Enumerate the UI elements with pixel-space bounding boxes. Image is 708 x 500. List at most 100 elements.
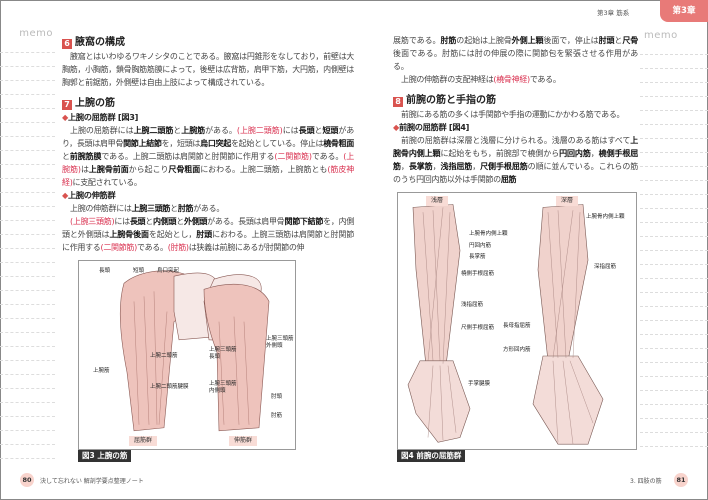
subsection-heading: ◆上腕の屈筋群 [図3] (62, 111, 354, 124)
right-page: 展筋である。肘筋の起始は上腕骨外側上顆後面で，停止は肘頭と尺骨後面である。肘筋に… (393, 34, 638, 462)
memo-line (640, 125, 708, 139)
text-run: は (80, 165, 90, 174)
memo-line (640, 363, 708, 377)
memo-line (640, 209, 708, 223)
memo-line (640, 391, 708, 405)
spacer (62, 89, 354, 95)
chapter-header: 第3章 筋系 (597, 9, 630, 17)
memo-line (0, 263, 55, 277)
text-run: と (170, 204, 178, 213)
text-run: があり，長頭は肩甲骨 (62, 126, 355, 148)
text-run: である。 (311, 152, 344, 161)
label-coracoid: 烏口突起 (157, 268, 180, 275)
section-title: 腋窩の構成 (75, 37, 125, 48)
memo-line (640, 41, 708, 55)
memo-label: memo (19, 28, 53, 39)
bold-term: 尺側手根屈筋 (480, 162, 528, 171)
key-term: (橈骨神経) (493, 75, 530, 84)
subsection-title: 上腕の伸筋群 (68, 190, 116, 200)
bold-term: 上腕骨内側上顆 (393, 136, 638, 158)
subsection-title: 前腕の屈筋群 [図4] (399, 122, 470, 132)
memo-line (640, 321, 708, 335)
memo-line (640, 279, 708, 293)
memo-line (0, 207, 55, 221)
text-run: ， (472, 162, 481, 171)
bold-term: 上腕骨前面 (88, 165, 129, 174)
bold-term: 肘筋 (177, 204, 194, 213)
chapter-tab[interactable]: 第3章 (660, 0, 708, 22)
memo-line (0, 319, 55, 333)
text-run: 上腕の伸筋群には (70, 204, 132, 213)
key-term: (上腕二頭筋) (236, 126, 283, 135)
label-palmaris-longus: 長掌筋 (469, 254, 486, 261)
bold-term: 肘筋 (440, 36, 457, 45)
paragraph: 腋窩とはいわゆるワキノシタのことである。腋窩は円錐形をなしており，前壁は大胸筋，… (62, 50, 354, 89)
memo-line (0, 179, 55, 193)
text-run: ， (432, 162, 441, 171)
memo-line (640, 97, 708, 111)
extensors-tag: 伸筋群 (229, 436, 258, 446)
text-run: 腋窩とはいわゆるワキノシタのことである。腋窩は円錐形をなしており，前壁は大胸筋，… (62, 52, 354, 87)
text-run: である。上腕二頭筋は肩関節と肘関節に作用する (101, 152, 275, 161)
text-run: におわる。上腕三頭筋は肩関節と肘関節に作用する (62, 230, 355, 252)
section-number: 7 (62, 100, 72, 110)
memo-line (0, 305, 55, 319)
text-run: の起始は上腕骨 (456, 36, 512, 45)
memo-line (640, 335, 708, 349)
memo-line (0, 53, 55, 67)
text-run: ， (590, 149, 599, 158)
memo-line (0, 235, 55, 249)
bold-term: 上腕骨後面 (109, 230, 149, 239)
label-biceps: 上腕二頭筋 (150, 353, 178, 360)
text-run: に支配されている。 (72, 178, 142, 187)
bold-term: 内側頭 (153, 217, 177, 226)
figure-3: 長頭 短頭 烏口突起 上腕筋 上腕二頭筋 上腕二頭筋腱膜 上腕三頭筋 外側頭 上… (78, 260, 296, 450)
figure-4: 浅層 深層 上腕骨内側上顆 円回内筋 長掌筋 橈側手根屈筋 浅指屈筋 尺側手根屈… (397, 192, 637, 450)
bold-term: 外側上顆 (511, 36, 544, 45)
text-run: には (114, 217, 130, 226)
text-run: である。 (529, 75, 561, 84)
label-long-head: 長頭 (99, 268, 111, 275)
memo-line (640, 377, 708, 391)
diamond-icon: ◆ (393, 122, 399, 132)
text-run: と (314, 126, 323, 135)
memo-line (0, 193, 55, 207)
label-anconeus: 肘筋 (271, 413, 283, 420)
paragraph: 前腕の屈筋群は深層と浅層に分けられる。浅層のある筋はすべて上腕骨内側上顆に起始を… (393, 134, 638, 186)
memo-column-right: memo (640, 30, 708, 447)
text-run: がある。 (193, 204, 225, 213)
memo-line (0, 39, 55, 53)
memo-line (640, 167, 708, 181)
section-number: 8 (393, 97, 403, 107)
memo-line (0, 165, 55, 179)
page-number-left: 80 (20, 473, 34, 487)
memo-line (640, 251, 708, 265)
label-triceps-long: 上腕三頭筋 長頭 (209, 347, 237, 361)
memo-line (640, 223, 708, 237)
paragraph: 上腕の伸筋群の支配神経は(橈骨神経)である。 (393, 73, 638, 86)
figure-4-caption: 図4 前腕の屈筋群 (397, 450, 466, 462)
key-term: (上腕筋) (62, 152, 354, 174)
bold-term: 短頭 (322, 126, 339, 135)
bold-term: 円回内筋 (559, 149, 591, 158)
memo-line (0, 221, 55, 235)
label-triceps-medial: 上腕三頭筋 内側頭 (209, 381, 237, 395)
deep-tag: 深層 (556, 196, 579, 206)
memo-line (640, 111, 708, 125)
text-run: の順に並んでいる。これらの筋のうち円回内筋以外は手関節の (393, 162, 638, 184)
bold-term: 長掌筋 (408, 162, 433, 171)
paragraph: 展筋である。肘筋の起始は上腕骨外側上顆後面で，停止は肘頭と尺骨後面である。肘筋に… (393, 34, 638, 73)
key-term: (筋皮神経) (62, 165, 355, 187)
section-title: 3. 四肢の筋 (630, 478, 662, 485)
memo-line (0, 67, 55, 81)
memo-line (0, 417, 55, 431)
text-run: 展筋である。 (393, 36, 441, 45)
label-medial-epicondyle-deep: 上腕骨内側上顆 (586, 213, 625, 220)
bold-term: 肘頭 (598, 36, 615, 45)
paragraph: 上腕の屈筋群には上腕二頭筋と上腕筋がある。(上腕二頭筋)には長頭と短頭があり，長… (62, 124, 354, 189)
label-aponeurosis: 上腕二頭筋腱膜 (150, 384, 189, 391)
bold-term: 長頭 (298, 126, 315, 135)
